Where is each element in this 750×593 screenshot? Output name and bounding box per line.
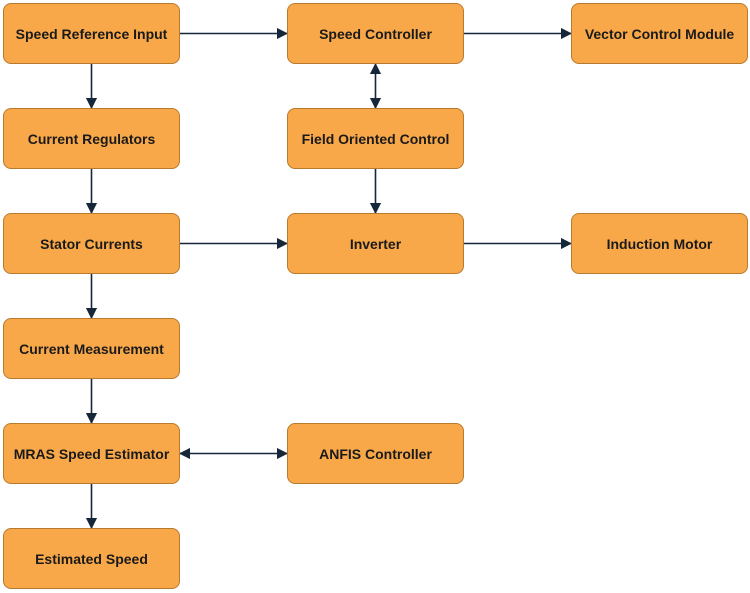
- node-label: Speed Controller: [319, 25, 432, 42]
- node-label: Current Measurement: [19, 340, 164, 357]
- node-current-measurement: Current Measurement: [3, 318, 180, 379]
- node-estimated-speed: Estimated Speed: [3, 528, 180, 589]
- node-label: Speed Reference Input: [15, 25, 168, 42]
- node-current-regulators: Current Regulators: [3, 108, 180, 169]
- node-stator-currents: Stator Currents: [3, 213, 180, 274]
- node-induction-motor: Induction Motor: [571, 213, 748, 274]
- node-label: Estimated Speed: [35, 550, 148, 567]
- node-label: Vector Control Module: [584, 25, 735, 42]
- node-inverter: Inverter: [287, 213, 464, 274]
- node-label: ANFIS Controller: [319, 445, 432, 462]
- node-speed-reference-input: Speed Reference Input: [3, 3, 180, 64]
- node-field-oriented-control: Field Oriented Control: [287, 108, 464, 169]
- node-anfis-controller: ANFIS Controller: [287, 423, 464, 484]
- node-label: Current Regulators: [27, 130, 156, 147]
- node-label: MRAS Speed Estimator: [13, 445, 170, 462]
- node-label: Stator Currents: [40, 235, 143, 252]
- node-speed-controller: Speed Controller: [287, 3, 464, 64]
- node-mras-speed-estimator: MRAS Speed Estimator: [3, 423, 180, 484]
- node-label: Induction Motor: [606, 235, 713, 252]
- node-vector-control-module: Vector Control Module: [571, 3, 748, 64]
- node-label: Inverter: [349, 235, 402, 252]
- node-label: Field Oriented Control: [301, 130, 450, 147]
